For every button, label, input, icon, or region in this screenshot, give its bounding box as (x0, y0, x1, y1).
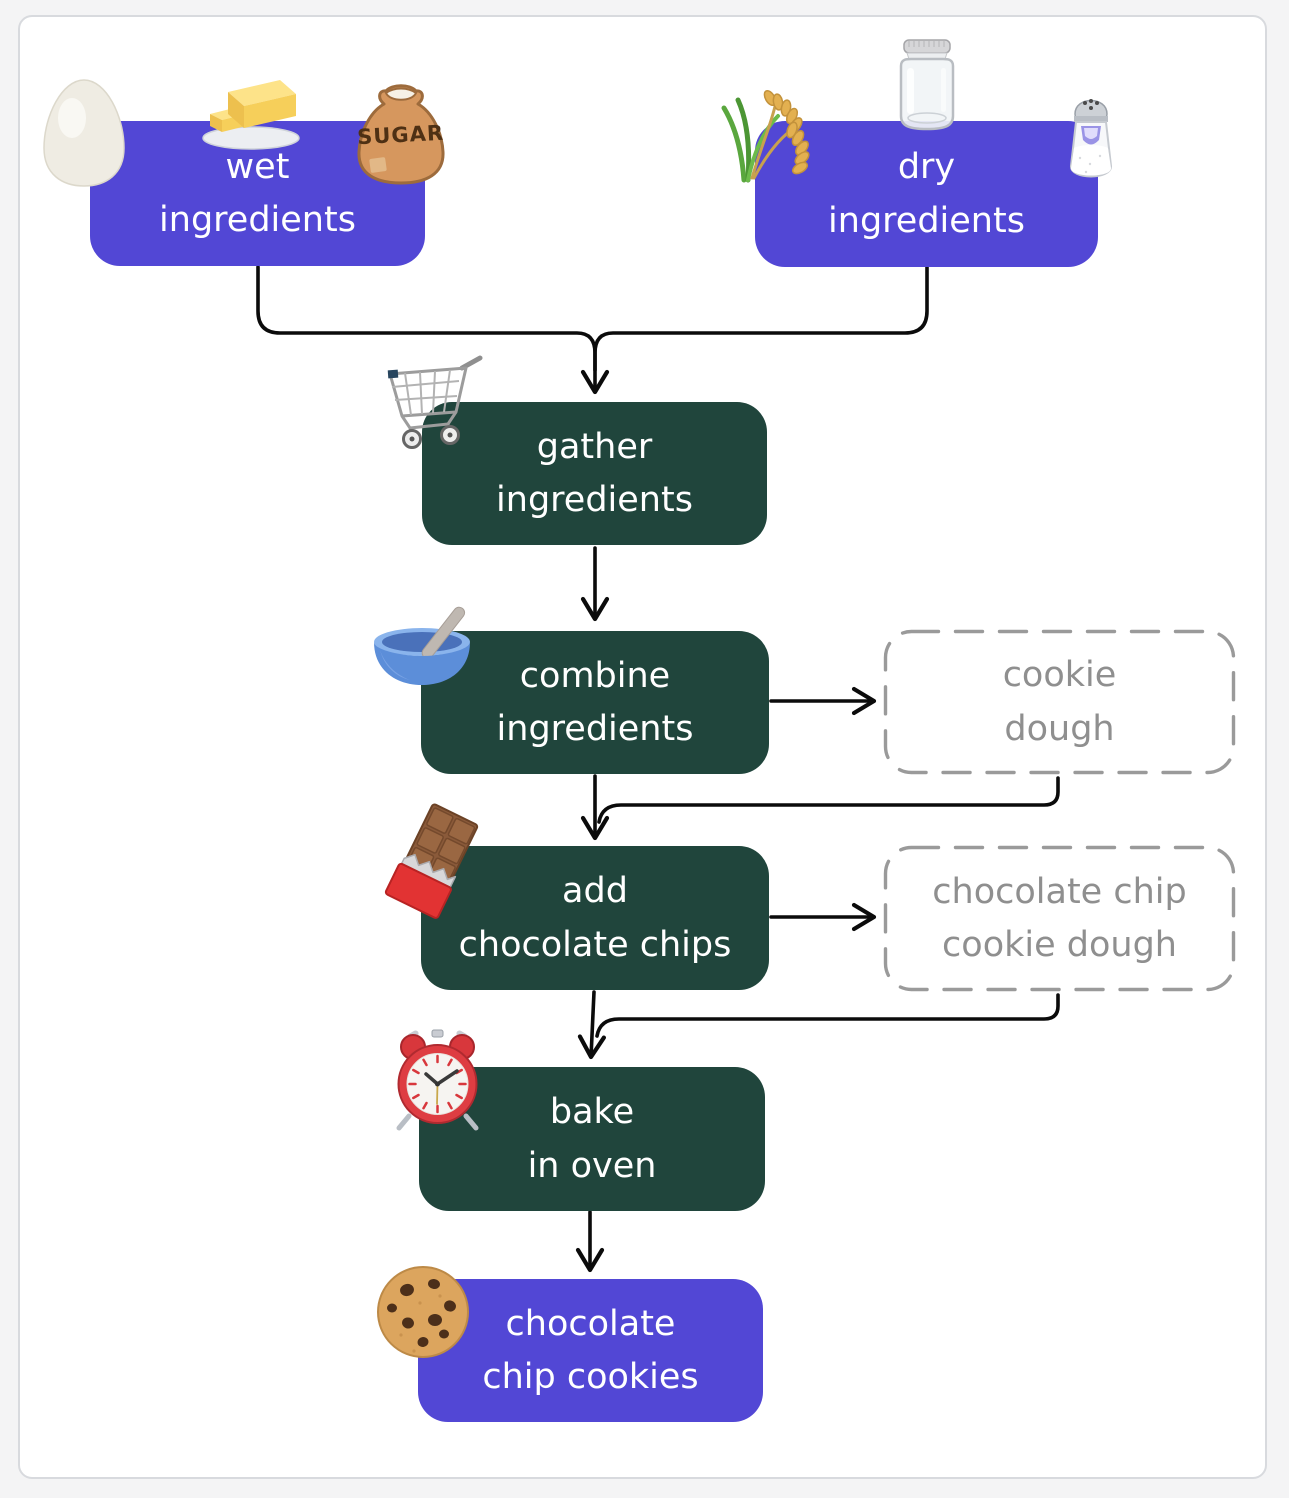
node-label-line: bake (549, 1092, 635, 1133)
butter-icon (200, 70, 302, 152)
alarm-clock-icon (389, 1029, 486, 1132)
egg-icon (40, 76, 128, 190)
node-label-line: dry (897, 147, 956, 188)
node-label-line: cookie (1002, 655, 1117, 696)
edge-wet-to-gather (256, 265, 610, 395)
node-label-line: chocolate chip (932, 871, 1187, 912)
node-label-line: chocolate (505, 1303, 676, 1344)
shopping-cart-icon (378, 350, 486, 452)
empty-jar-icon (891, 38, 963, 132)
sugar-bag-icon: SUGAR (350, 80, 452, 188)
flowchart-node-cookie-dough: cookie dough (883, 629, 1236, 775)
chocolate-bar-icon (381, 803, 483, 919)
flowchart-node-chocolate-chip-cookie-dough: chocolate chip cookie dough (883, 845, 1236, 992)
bowl-with-spoon-icon (370, 592, 484, 692)
node-label-line: gather (536, 426, 653, 467)
flowchart-node-gather-ingredients: gather ingredients (422, 402, 767, 545)
cookie-icon (374, 1263, 472, 1361)
node-label-line: ingredients (496, 709, 694, 749)
flowchart-node-add-chocolate-chips: add chocolate chips (421, 846, 769, 990)
node-label-line: chocolate chips (458, 924, 732, 965)
node-label-line: add (562, 871, 628, 912)
dashed-border (883, 629, 1236, 775)
edge-dough-to-addchips (597, 776, 1060, 824)
flowchart-node-chocolate-chip-cookies: chocolate chip cookies (418, 1279, 763, 1422)
node-label-line: in oven (527, 1145, 657, 1186)
edge-ccdough-to-bake (595, 993, 1060, 1038)
flowchart-node-dry-ingredients: dry ingredients (755, 121, 1098, 267)
node-label-line: ingredients (496, 480, 693, 520)
svg-text:SUGAR: SUGAR (357, 121, 445, 150)
node-label-line: cookie dough (942, 925, 1177, 965)
node-label-line: chip cookies (482, 1357, 699, 1397)
salt-shaker-icon (1062, 90, 1120, 188)
dashed-border (883, 845, 1236, 992)
edge-addchips-to-bake (577, 990, 607, 1060)
node-label-line: combine (519, 655, 671, 696)
node-label-line: wet (225, 146, 290, 187)
flowchart-node-combine-ingredients: combine ingredients (421, 631, 769, 774)
node-label-line: ingredients (828, 200, 1025, 241)
edge-dry-to-gather (593, 265, 929, 372)
rice-sheaf-icon (714, 82, 812, 184)
node-label-line: ingredients (159, 200, 356, 240)
node-label-line: dough (1004, 708, 1115, 749)
